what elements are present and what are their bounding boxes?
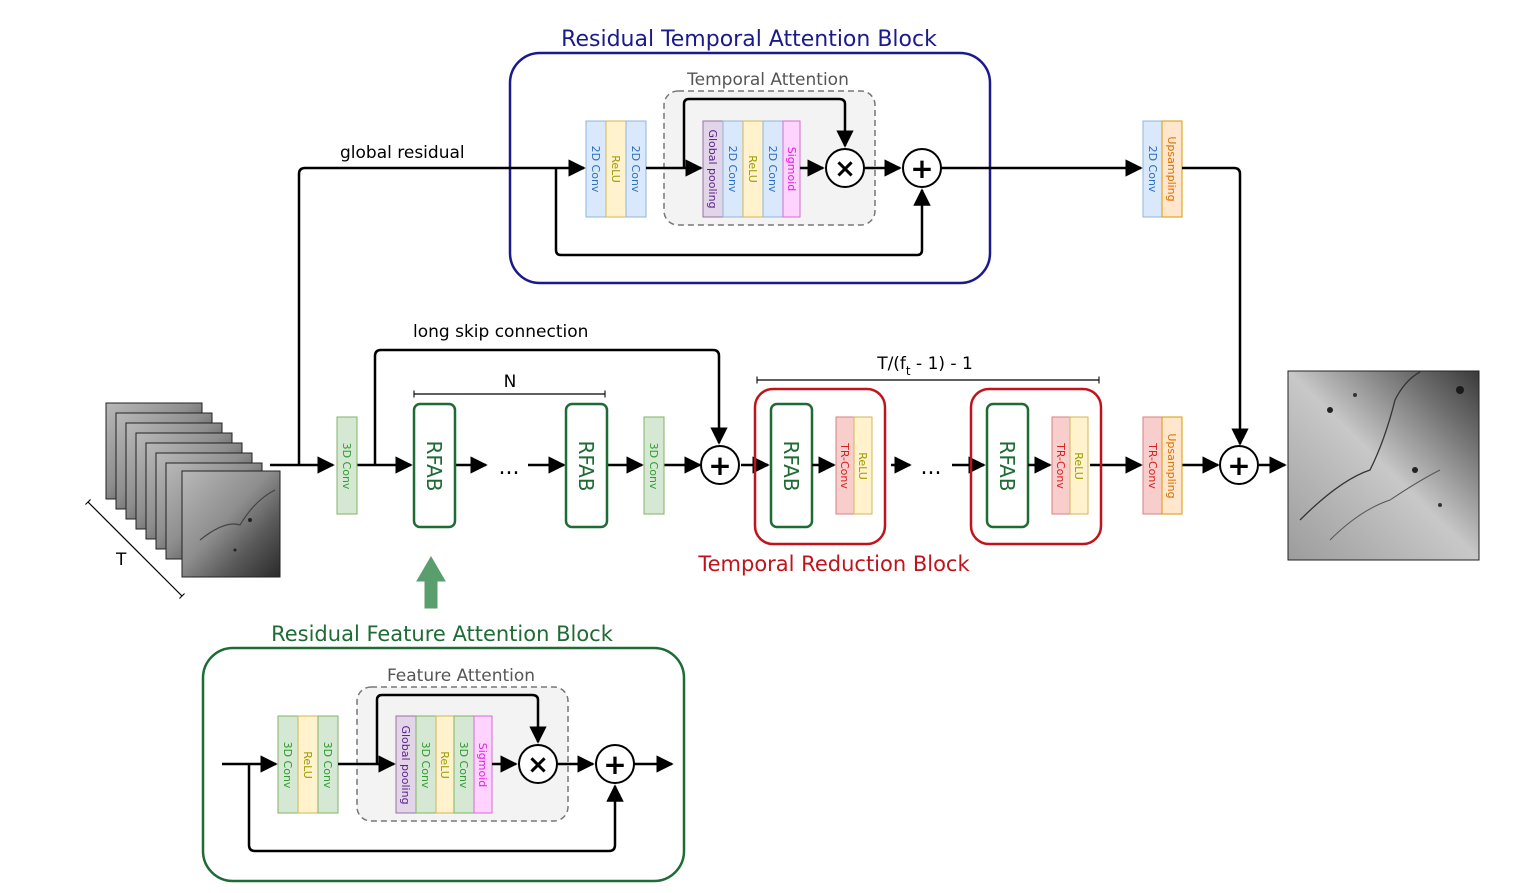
svg-text:T: T	[115, 550, 127, 570]
svg-text:2D Conv: 2D Conv	[726, 146, 739, 193]
rtab-relu: ReLU	[605, 120, 627, 218]
rfab-relu: ReLU	[297, 715, 319, 814]
svg-text:×: ×	[834, 154, 856, 184]
svg-text:×: ×	[527, 750, 549, 780]
input-3d-conv: 3D Conv	[336, 416, 358, 515]
trb-title: Temporal Reduction Block	[697, 552, 970, 576]
svg-text:3D Conv: 3D Conv	[321, 742, 334, 789]
rfab-multiply-op: ×	[518, 744, 558, 784]
rfab-expand-arrow	[416, 556, 446, 609]
input-image-stack	[105, 402, 281, 578]
svg-text:2D Conv: 2D Conv	[766, 146, 779, 193]
trb-count-bracket: T/(ft - 1) - 1	[756, 354, 1100, 384]
rtab-attention-title: Temporal Attention	[686, 70, 849, 90]
svg-text:3D Conv: 3D Conv	[340, 443, 353, 490]
svg-text:+: +	[708, 449, 731, 482]
svg-text:TR-Conv: TR-Conv	[1146, 442, 1159, 489]
svg-text:RFAB: RFAB	[995, 441, 1019, 492]
rfab-att-conv-2: 3D Conv	[453, 715, 475, 814]
svg-text:TR-Conv: TR-Conv	[1054, 442, 1067, 489]
rfab-att-relu: ReLU	[435, 715, 455, 814]
rfab-block-1: RFAB	[412, 402, 457, 529]
global-residual-line	[297, 166, 556, 465]
global-residual-label: global residual	[340, 143, 465, 163]
svg-text:Upsampling: Upsampling	[1165, 136, 1178, 201]
svg-text:ReLU: ReLU	[438, 751, 451, 779]
top-to-final-line	[1182, 166, 1249, 446]
svg-text:TR-Conv: TR-Conv	[838, 442, 851, 489]
svg-text:ReLU: ReLU	[746, 155, 759, 183]
rtab-sigmoid: Sigmoid	[782, 120, 801, 218]
svg-text:ReLU: ReLU	[856, 452, 869, 480]
trb-block-1: RFAB TR-Conv ReLU	[753, 387, 887, 546]
long-skip-label: long skip connection	[413, 322, 588, 342]
svg-text:Global pooling: Global pooling	[706, 129, 719, 208]
rtab-conv-1: 2D Conv	[585, 120, 607, 218]
top-upsampling: Upsampling	[1161, 120, 1183, 218]
t-axis: T	[85, 499, 185, 599]
rtab-connections	[554, 97, 1143, 257]
svg-text:Sigmoid: Sigmoid	[476, 743, 489, 788]
rfab-conv-1: 3D Conv	[277, 715, 299, 814]
rtab-att-conv-1: 2D Conv	[722, 120, 744, 218]
n-bracket: N	[413, 372, 606, 398]
rtab-att-conv-2: 2D Conv	[762, 120, 784, 218]
rfab-title: Residual Feature Attention Block	[271, 622, 614, 646]
bottom-tr-conv: TR-Conv	[1142, 416, 1163, 515]
mid-3d-conv: 3D Conv	[643, 416, 665, 515]
svg-text:RFAB: RFAB	[574, 441, 598, 492]
top-upsample-conv: 2D Conv	[1142, 120, 1163, 218]
svg-text:2D Conv: 2D Conv	[589, 146, 602, 193]
rfab-frame	[201, 646, 686, 883]
svg-text:+: +	[910, 152, 933, 185]
rtab-global-pooling: Global pooling	[702, 120, 724, 218]
svg-text:ReLU: ReLU	[1072, 452, 1085, 480]
final-add-op: +	[1219, 445, 1259, 485]
svg-text:3D Conv: 3D Conv	[457, 742, 470, 789]
svg-text:ReLU: ReLU	[301, 751, 314, 779]
rtab-add-op: +	[902, 148, 942, 188]
trb-block-2: RFAB TR-Conv ReLU	[969, 387, 1103, 546]
svg-text:ReLU: ReLU	[609, 155, 622, 183]
svg-text:Upsampling: Upsampling	[1165, 433, 1178, 498]
trb-ellipsis: ...	[921, 455, 942, 480]
svg-text:+: +	[603, 748, 626, 781]
svg-text:Sigmoid: Sigmoid	[785, 147, 798, 192]
output-image	[1287, 370, 1480, 561]
svg-text:N: N	[504, 372, 517, 392]
svg-text:T/(ft - 1) - 1: T/(ft - 1) - 1	[876, 354, 973, 378]
svg-text:RFAB: RFAB	[422, 441, 446, 492]
rfab-conv-2: 3D Conv	[317, 715, 339, 814]
svg-text:3D Conv: 3D Conv	[281, 742, 294, 789]
svg-text:RFAB: RFAB	[779, 441, 803, 492]
rfab-attention-title: Feature Attention	[387, 666, 535, 686]
svg-text:3D Conv: 3D Conv	[419, 742, 432, 789]
rtab-title: Residual Temporal Attention Block	[561, 27, 937, 52]
rfab-global-pooling: Global pooling	[395, 715, 417, 814]
rfab-ellipsis: ...	[499, 455, 520, 480]
rfab-connections	[222, 693, 674, 853]
svg-text:3D Conv: 3D Conv	[647, 443, 660, 490]
skip-add-op: +	[700, 445, 740, 485]
rfab-add-op: +	[595, 744, 635, 784]
rfab-att-conv-1: 3D Conv	[415, 715, 437, 814]
bottom-upsampling: Upsampling	[1161, 416, 1183, 515]
rtab-att-relu: ReLU	[742, 120, 764, 218]
svg-text:+: +	[1227, 449, 1250, 482]
rfab-block-n: RFAB	[564, 402, 609, 529]
svg-text:2D Conv: 2D Conv	[629, 146, 642, 193]
rfab-sigmoid: Sigmoid	[473, 715, 493, 814]
svg-text:Global pooling: Global pooling	[399, 725, 412, 804]
rtab-conv-2: 2D Conv	[625, 120, 647, 218]
svg-text:2D Conv: 2D Conv	[1146, 146, 1159, 193]
rtab-multiply-op: ×	[825, 148, 865, 188]
